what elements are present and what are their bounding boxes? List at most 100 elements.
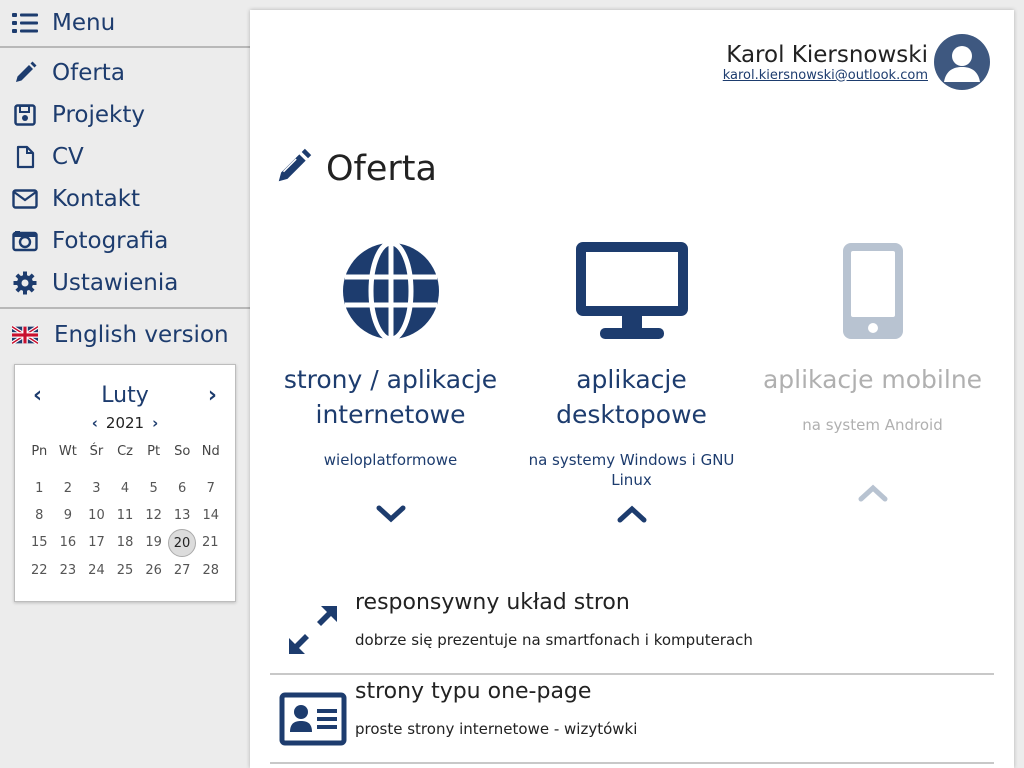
sidebar-item-label: Oferta	[52, 60, 125, 86]
calendar-week: 8 9 10 11 12 13 14	[25, 502, 225, 529]
offer-subtitle: na systemy Windows i GNU Linux	[528, 451, 735, 489]
offer-title: strony / aplikacje internetowe	[283, 365, 498, 429]
weekday-label: Pn	[31, 444, 48, 459]
feature-desc: proste strony internetowe - wizytówki	[355, 720, 638, 738]
features-list: responsywny układ stron dobrze się preze…	[270, 586, 994, 764]
calendar-day[interactable]: 18	[116, 535, 134, 550]
nav: Oferta Projekty CV Kontakt Fotografia	[0, 48, 250, 309]
user-name: Karol Kiersnowski	[726, 41, 928, 68]
calendar-day[interactable]: 11	[116, 508, 134, 523]
calendar-day[interactable]: 17	[88, 535, 105, 550]
sidebar-item-kontakt[interactable]: Kontakt	[0, 178, 250, 220]
calendar-day-today[interactable]: 20	[167, 529, 196, 557]
language-switch[interactable]: English version	[0, 309, 250, 361]
language-label: English version	[54, 322, 229, 348]
calendar-day[interactable]: 16	[59, 535, 77, 550]
calendar-day[interactable]: 26	[145, 563, 162, 578]
weekday-label: Wt	[58, 444, 77, 459]
offer-title: aplikacje desktopowe	[556, 365, 707, 429]
envelope-icon	[12, 186, 38, 212]
calendar-year: 2021	[105, 414, 145, 432]
next-month-button[interactable]: ›	[207, 383, 217, 408]
sidebar-item-label: Ustawienia	[52, 270, 179, 296]
calendar-day[interactable]: 9	[63, 508, 72, 523]
user-icon	[944, 46, 980, 82]
calendar-day[interactable]: 25	[116, 563, 134, 578]
sidebar-item-label: Projekty	[52, 102, 145, 128]
calendar-day[interactable]: 28	[202, 563, 220, 578]
sidebar-item-ustawienia[interactable]: Ustawienia	[0, 262, 250, 304]
sidebar-item-label: Fotografia	[52, 228, 169, 254]
avatar[interactable]	[934, 34, 990, 90]
feature-title: responsywny układ stron	[355, 590, 630, 615]
weekday-label: Śr	[89, 444, 104, 459]
calendar-day[interactable]: 24	[88, 563, 105, 578]
id-card-icon	[270, 675, 355, 762]
expand-arrows-icon	[270, 586, 355, 673]
pencil-icon	[12, 60, 38, 86]
calendar-day[interactable]: 4	[120, 481, 130, 496]
floppy-icon	[12, 102, 38, 128]
calendar-day[interactable]: 15	[31, 535, 48, 550]
page-title-text: Oferta	[326, 149, 437, 189]
file-icon	[12, 144, 38, 170]
user-email-link[interactable]: karol.kiersnowski@outlook.com	[722, 67, 928, 83]
calendar-day[interactable]: 13	[173, 508, 191, 523]
chevron-up-icon[interactable]	[511, 494, 752, 534]
sidebar-item-label: CV	[52, 144, 84, 170]
menu-label: Menu	[52, 10, 116, 36]
calendar-day[interactable]: 8	[35, 508, 44, 523]
page-title: Oferta	[274, 148, 437, 190]
gear-icon	[12, 270, 38, 296]
list-item: strony typu one-page proste strony inter…	[270, 675, 994, 764]
monitor-icon	[511, 240, 752, 342]
offer-web[interactable]: strony / aplikacje internetowe wieloplat…	[270, 240, 511, 534]
calendar-day[interactable]: 14	[202, 508, 220, 523]
calendar-day[interactable]: 2	[63, 481, 72, 496]
calendar-day[interactable]: 19	[145, 535, 162, 550]
calendar-month: Luty	[101, 383, 149, 408]
calendar-day[interactable]: 12	[145, 508, 162, 523]
sidebar-item-label: Kontakt	[52, 186, 141, 212]
user-panel: Karol Kiersnowski karol.kiersnowski@outl…	[723, 34, 990, 90]
next-year-button[interactable]: ›	[152, 414, 159, 432]
uk-flag-icon	[12, 322, 38, 348]
chevron-down-icon[interactable]	[270, 494, 511, 534]
weekday-label: Nd	[201, 444, 220, 459]
calendar-week: 22 23 24 25 26 27 28	[25, 557, 225, 584]
sidebar-item-cv[interactable]: CV	[0, 136, 250, 178]
main-content: Karol Kiersnowski karol.kiersnowski@outl…	[250, 10, 1014, 768]
chevron-up-icon	[752, 473, 993, 513]
calendar-day[interactable]: 5	[149, 481, 158, 496]
calendar-day[interactable]: 23	[59, 563, 77, 578]
weekday-label: Cz	[117, 444, 133, 459]
sidebar-item-oferta[interactable]: Oferta	[0, 52, 250, 94]
offers: strony / aplikacje internetowe wieloplat…	[270, 240, 993, 534]
calendar-day[interactable]: 27	[173, 563, 191, 578]
prev-month-button[interactable]: ‹	[33, 383, 43, 408]
camera-icon	[12, 228, 38, 254]
calendar-day[interactable]: 6	[178, 481, 187, 496]
feature-title: strony typu one-page	[355, 679, 592, 704]
globe-icon	[270, 240, 511, 342]
calendar-day[interactable]: 22	[31, 563, 48, 578]
weekday-label: So	[174, 444, 191, 459]
menu-toggle[interactable]: Menu	[0, 0, 250, 48]
calendar-day[interactable]: 7	[206, 481, 215, 496]
sidebar-item-fotografia[interactable]: Fotografia	[0, 220, 250, 262]
calendar-day[interactable]: 1	[35, 481, 44, 496]
offer-title: aplikacje mobilne	[762, 365, 983, 394]
offer-mobile: aplikacje mobilne na system Android	[752, 240, 993, 534]
feature-desc: dobrze się prezentuje na smartfonach i k…	[355, 631, 753, 649]
calendar-day[interactable]: 3	[92, 481, 101, 496]
calendar-day[interactable]: 21	[201, 535, 219, 550]
sidebar: Menu Oferta Projekty CV Kontakt	[0, 0, 250, 768]
calendar-week: 1 2 3 4 5 6 7	[25, 475, 225, 502]
calendar-day[interactable]: 10	[88, 508, 105, 523]
weekday-label: Pt	[147, 444, 161, 459]
prev-year-button[interactable]: ‹	[91, 414, 98, 432]
offer-desktop[interactable]: aplikacje desktopowe na systemy Windows …	[511, 240, 752, 534]
sidebar-item-projekty[interactable]: Projekty	[0, 94, 250, 136]
